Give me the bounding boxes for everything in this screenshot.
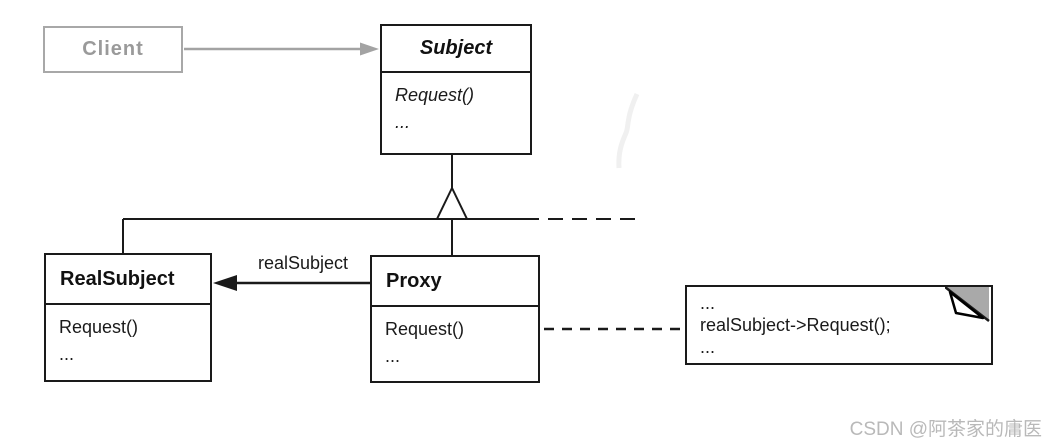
note-dogear-icon [945, 287, 990, 322]
faint-artifact-curve [616, 92, 640, 169]
class-box-subject: Subject Request() ... [380, 24, 532, 155]
csdn-watermark: CSDN @阿茶家的庸医 [849, 419, 1042, 440]
method-line: ... [59, 344, 75, 364]
class-box-client: Client [43, 26, 183, 73]
note-text: ... realSubject->Request(); ... [687, 287, 991, 358]
note-line: ... [700, 337, 716, 357]
note-line: realSubject->Request(); [700, 315, 891, 335]
generalization-triangle-icon [435, 185, 469, 220]
method-line: Request() [395, 85, 475, 105]
class-name-subject: Subject [419, 37, 493, 59]
class-name-realsubject: RealSubject [60, 267, 175, 290]
class-name-client: Client [82, 38, 144, 60]
method-line: ... [395, 112, 411, 132]
association-label-realsubject: realSubject [257, 253, 349, 273]
proxy-realsubject-arrowhead-icon [213, 275, 237, 291]
method-line: ... [385, 346, 401, 366]
class-box-realsubject: RealSubject Request() ... [44, 253, 212, 382]
note-box: ... realSubject->Request(); ... [685, 285, 993, 365]
class-methods-proxy: Request() ... [372, 307, 538, 370]
client-subject-arrowhead-icon [360, 42, 379, 56]
method-line: Request() [59, 317, 139, 337]
note-line: ... [700, 293, 716, 313]
class-title-proxy: Proxy [372, 257, 538, 307]
class-methods-realsubject: Request() ... [46, 305, 210, 368]
class-title-realsubject: RealSubject [46, 255, 210, 305]
class-title-subject: Subject [382, 26, 530, 73]
class-box-proxy: Proxy Request() ... [370, 255, 540, 383]
class-methods-subject: Request() ... [382, 73, 530, 136]
method-line: Request() [385, 319, 465, 339]
class-name-proxy: Proxy [386, 269, 442, 292]
